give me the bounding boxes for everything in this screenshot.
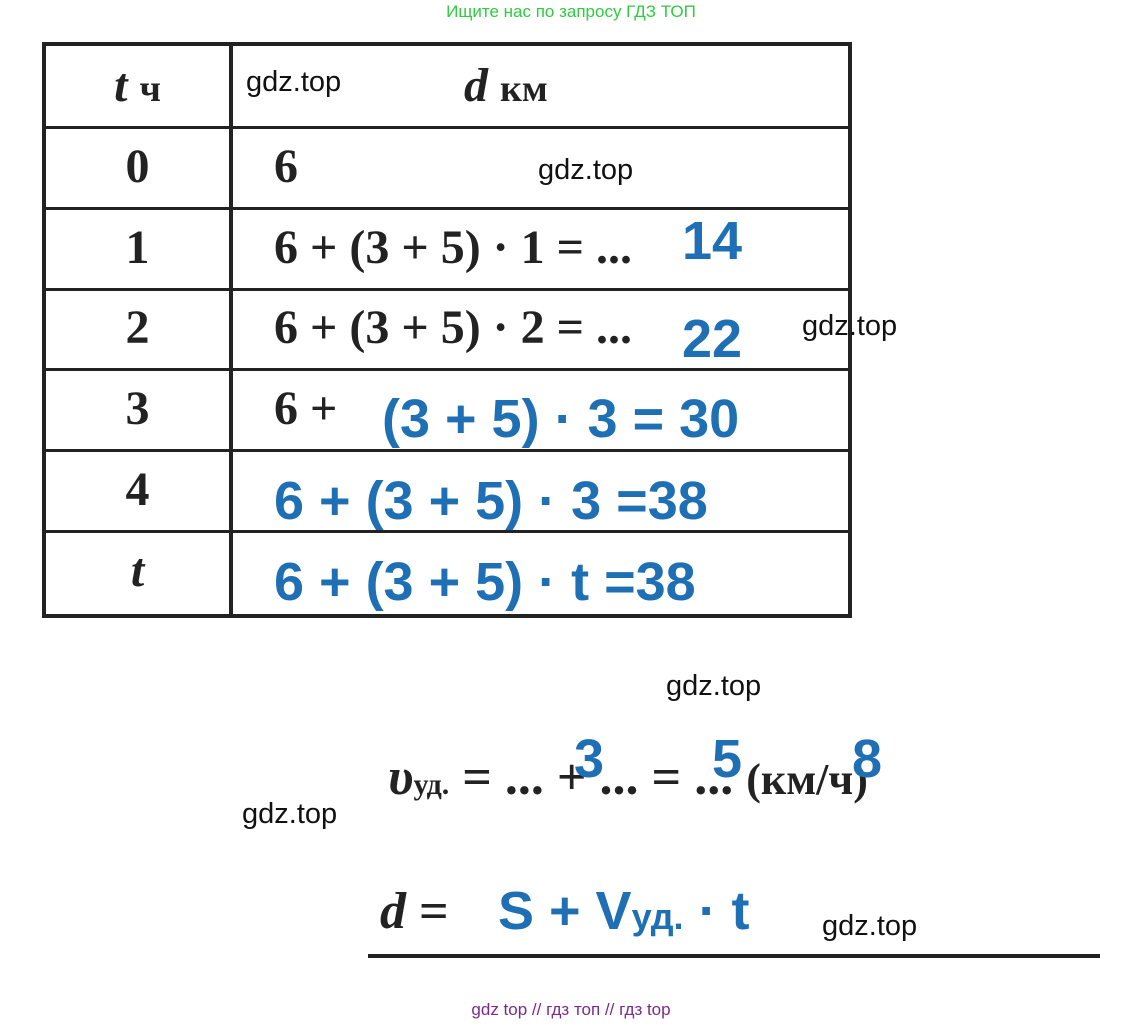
speed-answer-a: 3 xyxy=(574,729,605,789)
row-divider xyxy=(46,207,848,210)
speed-formula: υуд. = ... + ... = ... (км/ч) xyxy=(388,748,868,807)
blank-sum: ... xyxy=(694,749,734,806)
watermark: gdz.top xyxy=(822,910,918,942)
speed-unit: (км/ч) xyxy=(746,755,868,804)
equals-sign: = xyxy=(419,883,449,940)
header-time: t ч xyxy=(46,58,229,113)
watermark: gdz.top xyxy=(246,66,342,98)
watermark: gdz.top xyxy=(242,798,338,830)
row-2-answer: 22 xyxy=(682,309,743,369)
header-distance-unit: км xyxy=(500,68,548,110)
speed-answer-b: 5 xyxy=(712,729,743,789)
distance-rhs-subscript: уд. xyxy=(631,896,684,937)
row-3-t: 3 xyxy=(125,382,150,435)
distance-rhs-tail: · t xyxy=(683,881,750,941)
row-4-answer: 6 + (3 + 5) · 3 =38 xyxy=(274,471,708,531)
speed-var: υ xyxy=(388,749,414,806)
search-banner: Ищите нас по запросу ГДЗ ТОП xyxy=(446,2,696,21)
speed-subscript: уд. xyxy=(413,768,450,801)
row-divider xyxy=(46,288,848,291)
equals-sign: = xyxy=(651,749,682,806)
header-distance-var: d xyxy=(464,59,488,112)
distance-formula-lhs: d = xyxy=(380,882,449,941)
row-0-t: 0 xyxy=(125,140,150,193)
speed-answer-sum: 8 xyxy=(852,729,883,789)
footer-watermark: gdz top // гдз топ // гдз top xyxy=(471,1000,671,1019)
row-divider xyxy=(46,449,848,452)
row-1-expr: 6 + (3 + 5) · 1 = ... xyxy=(274,221,633,274)
column-divider xyxy=(229,46,233,614)
row-2-expr: 6 + (3 + 5) · 2 = ... xyxy=(274,301,633,354)
formula-underline xyxy=(368,954,1100,958)
blank-a: ... xyxy=(504,749,544,806)
header-time-unit: ч xyxy=(139,68,161,110)
row-3-expr: 6 + xyxy=(274,382,338,435)
header-time-var: t xyxy=(114,59,128,112)
watermark: gdz.top xyxy=(802,310,898,342)
plus-sign: + xyxy=(556,749,587,806)
row-divider xyxy=(46,368,848,371)
row-4-t: 4 xyxy=(125,463,150,516)
row-1-t: 1 xyxy=(125,221,150,274)
row-2-t: 2 xyxy=(125,301,150,354)
row-divider xyxy=(46,530,848,533)
row-3-answer: (3 + 5) · 3 = 30 xyxy=(382,389,740,449)
watermark: gdz.top xyxy=(538,154,634,186)
distance-formula-answer: S + Vуд. · t xyxy=(498,880,750,942)
equals-sign: = xyxy=(462,749,492,806)
distance-var: d xyxy=(380,883,406,940)
row-divider xyxy=(46,126,848,129)
row-5-t: t xyxy=(130,544,145,597)
distance-table: t ч d км 0 6 1 6 + (3 + 5) · 1 = ... 14 … xyxy=(42,42,852,618)
header-distance: d км xyxy=(464,58,548,113)
row-0-expr: 6 xyxy=(274,140,298,193)
row-1-answer: 14 xyxy=(682,211,743,271)
blank-b: ... xyxy=(599,749,639,806)
watermark: gdz.top xyxy=(666,670,762,702)
row-5-answer: 6 + (3 + 5) · t =38 xyxy=(274,552,696,612)
distance-rhs-main: S + V xyxy=(498,881,632,941)
